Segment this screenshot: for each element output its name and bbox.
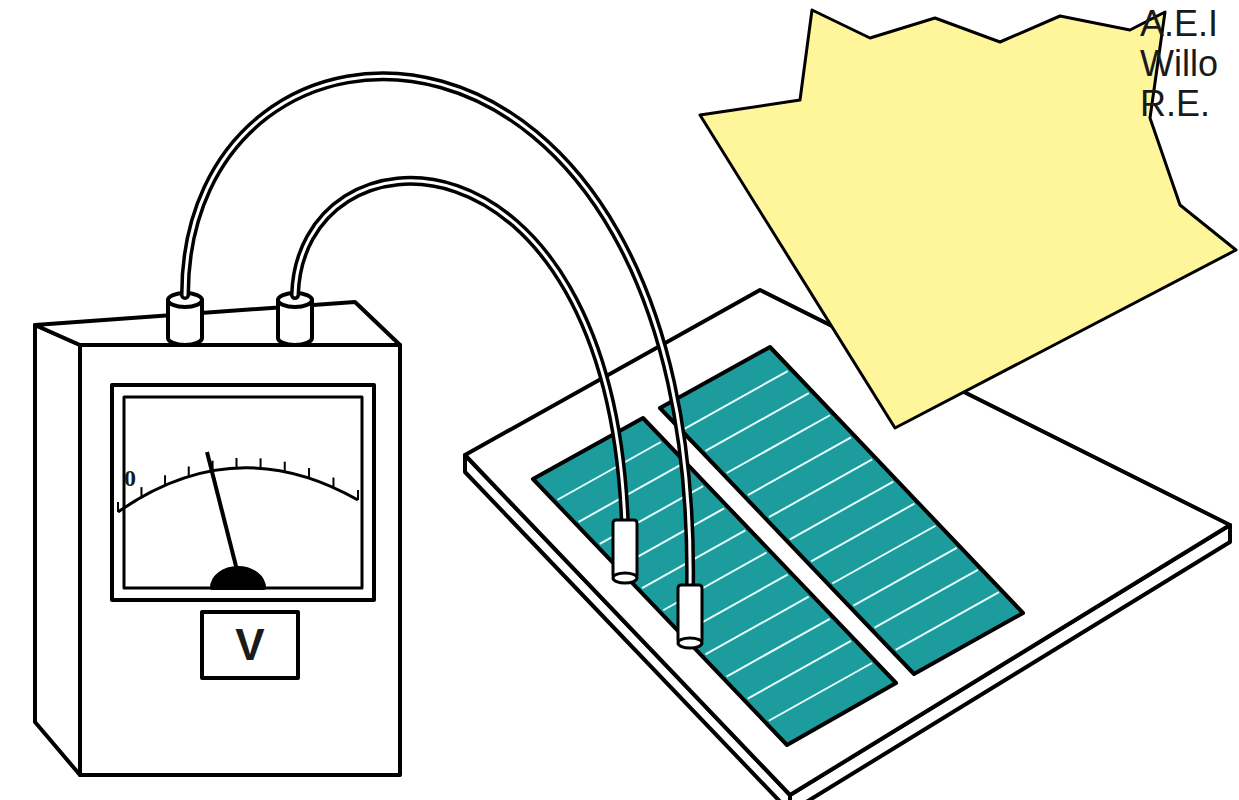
cell-grid-line — [853, 548, 956, 606]
solar-cell — [660, 347, 1023, 674]
scale-tick — [140, 487, 142, 497]
cell-grid-line — [896, 592, 999, 650]
cell-grid-line — [706, 393, 809, 451]
scale-tick — [117, 502, 119, 512]
meter-needle — [207, 452, 240, 582]
scale-number: 0 — [124, 466, 136, 490]
cell-grid-line — [684, 371, 787, 429]
corner-text: R.E. — [1140, 86, 1210, 122]
probe-plugs — [613, 520, 702, 648]
unit-symbol: V — [235, 623, 264, 667]
cell-grid-line — [579, 464, 682, 522]
cell-grid-line — [875, 570, 978, 628]
cell-grid-line — [748, 437, 851, 495]
cell-grid-line — [769, 459, 872, 517]
scale-tick — [284, 462, 286, 472]
scale-tick — [164, 475, 166, 485]
cell-grid-line — [811, 504, 914, 562]
scale-tick — [332, 478, 334, 488]
unit-box — [202, 612, 298, 678]
cell-grid-line — [748, 641, 851, 699]
cell-grid-line — [727, 415, 830, 473]
sunlight-arrow — [700, 10, 1236, 428]
scale-tick — [236, 458, 238, 468]
cell-grid-line — [558, 442, 661, 500]
cell-grid-line — [705, 597, 808, 655]
corner-text: A.E.I — [1140, 6, 1218, 42]
cell-grid-line — [727, 619, 830, 677]
corner-text: Willo — [1140, 46, 1218, 82]
scale-tick — [260, 458, 262, 468]
test-leads — [185, 76, 690, 590]
scale-tick — [188, 466, 190, 476]
cell-grid-lines — [558, 371, 999, 721]
voltmeter — [35, 293, 400, 775]
cell-grid-line — [769, 663, 872, 721]
cell-grid-line — [832, 526, 935, 584]
scale-tick — [308, 468, 310, 478]
scale-tick — [357, 490, 359, 500]
solar-panel — [465, 290, 1230, 800]
cell-grid-line — [790, 482, 893, 540]
meter-scale — [118, 468, 358, 512]
